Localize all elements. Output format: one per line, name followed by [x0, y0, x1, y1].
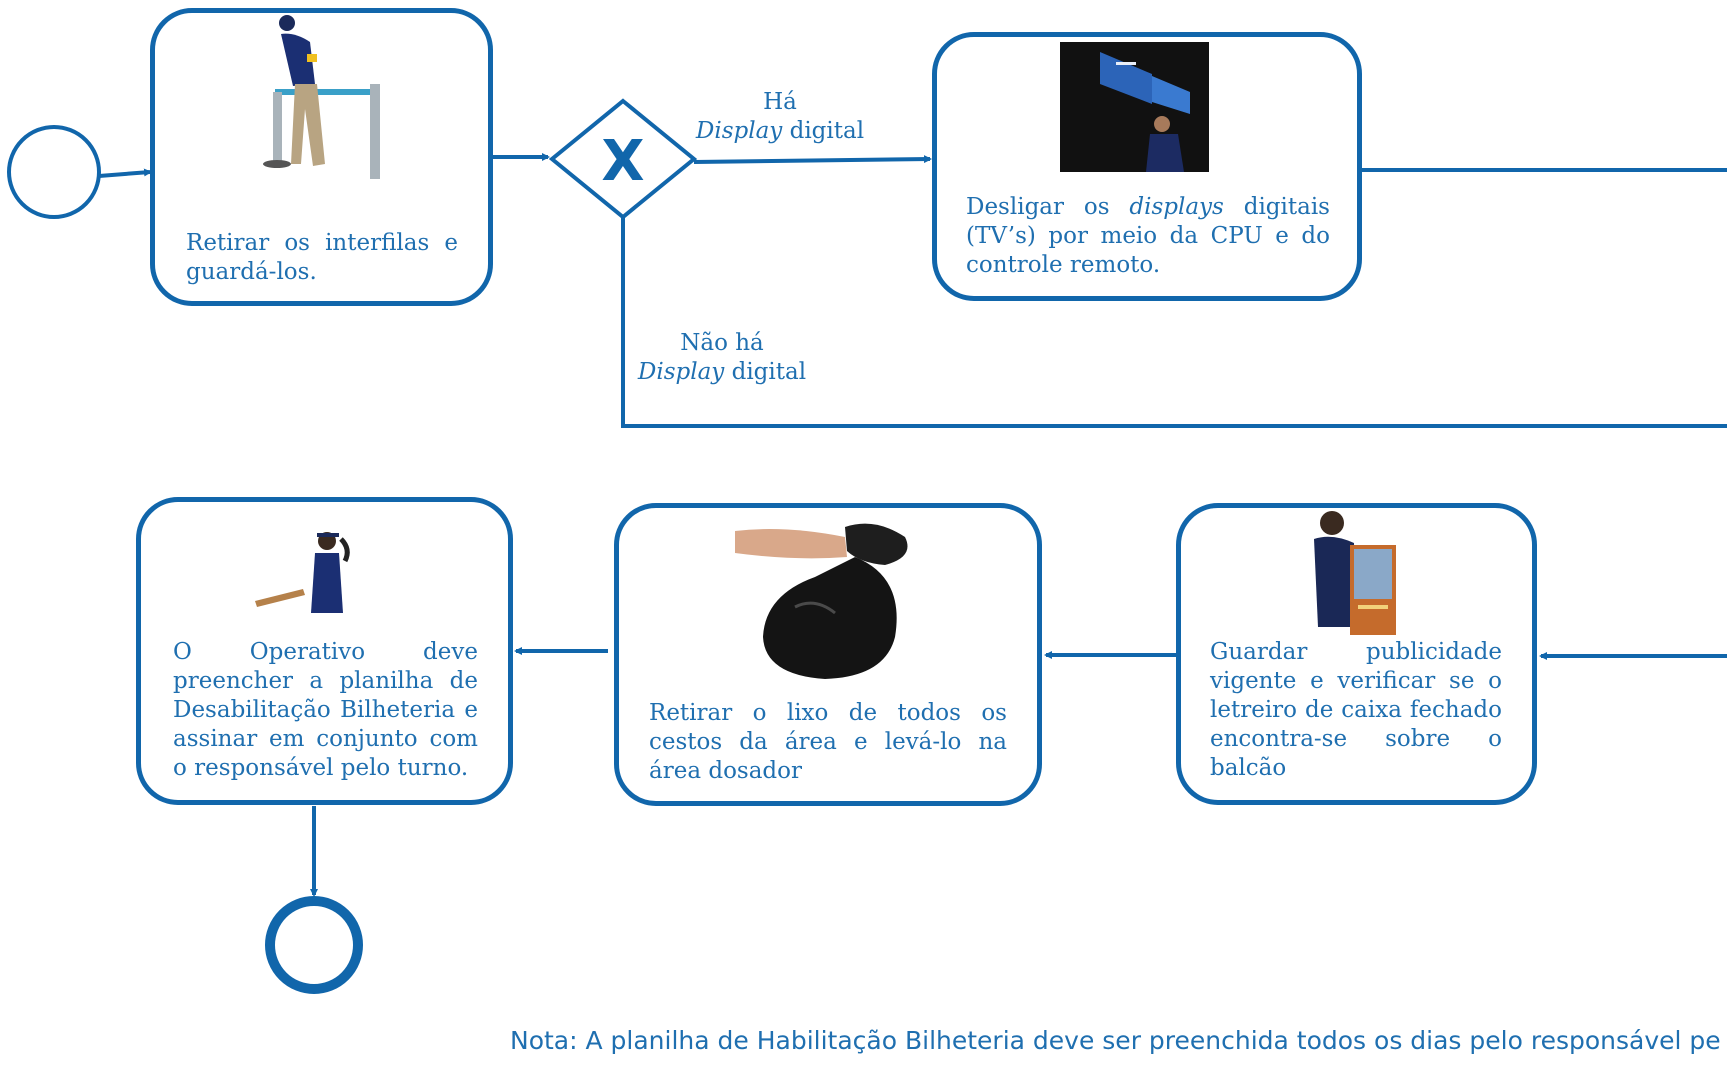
start-event: [7, 125, 101, 219]
gateway-no-label: Não há Display digital: [637, 330, 807, 385]
task-retirar-interfilas[interactable]: [150, 8, 493, 306]
task-retirar-interfilas-text: Retirar os interfilas e guardá-los.: [186, 230, 458, 285]
gateway-yes-label: Há Display digital: [695, 89, 865, 144]
task-preencher-planilha-text: O Operativo deve preencher a planilha de…: [173, 639, 478, 781]
person-clipboard-icon: [255, 532, 350, 613]
trash-bag-icon: [735, 523, 908, 679]
task-desligar-displays-text: Desligar os displays digitais (TV’s) por…: [966, 194, 1330, 278]
display-screen-icon: [1060, 42, 1209, 172]
task-retirar-lixo-text: Retirar o lixo de todos os cestos da áre…: [649, 700, 1007, 784]
flow-gateway-yes: [693, 155, 932, 164]
footnote: Nota: A planilha de Habilitação Bilheter…: [510, 1026, 1720, 1055]
person-stanchion-icon: [263, 15, 380, 179]
end-event: [265, 896, 363, 994]
exclusive-gateway: [548, 98, 698, 220]
flow-gateway-no: [621, 216, 1727, 428]
person-poster-icon: [1314, 511, 1396, 635]
flow-start-to-retirar: [98, 168, 152, 178]
gateway-x-symbol: X: [601, 129, 645, 194]
task-guardar-publicidade-text: Guardar publicidade vigente e verificar …: [1210, 639, 1502, 781]
